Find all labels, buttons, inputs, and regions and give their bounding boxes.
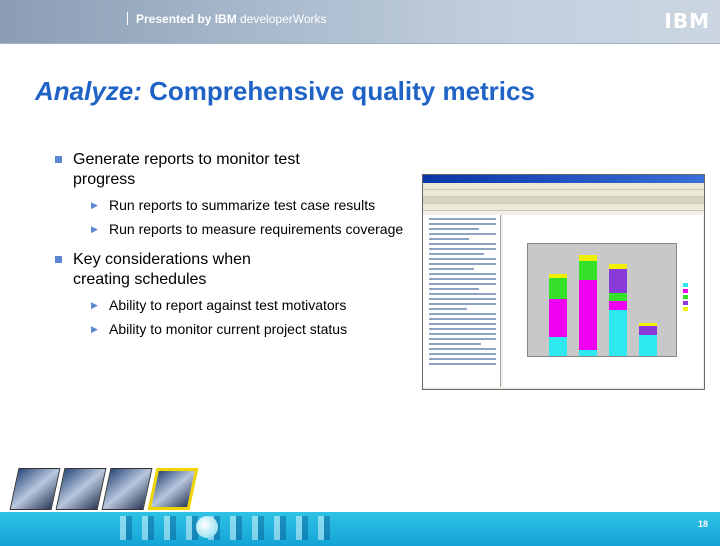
presented-by: Presented by IBM developerWorks	[127, 12, 327, 26]
sub-bullet-item: Ability to report against test motivator…	[87, 296, 405, 314]
sub-bullet-item: Run reports to measure requirements cove…	[87, 220, 405, 238]
bar-segment	[579, 280, 597, 351]
bullet-list: Generate reports to monitor test progres…	[55, 150, 405, 344]
bar-segment	[639, 325, 657, 336]
slide-thumbnails	[9, 468, 214, 510]
chart-pane	[503, 215, 703, 387]
thumbnail-image	[101, 468, 153, 510]
bar-segment	[579, 261, 597, 281]
developerworks-label: developerWorks	[236, 12, 327, 26]
bar-segment	[639, 322, 657, 326]
bar-segment	[609, 310, 627, 356]
thumbnail-image	[55, 468, 107, 510]
bar-segment	[609, 268, 627, 294]
bar-segment	[549, 299, 567, 337]
bullet-item: Generate reports to monitor test progres…	[55, 150, 325, 190]
bar-segment	[609, 293, 627, 301]
page-number: 18	[697, 519, 708, 529]
bar-segment	[549, 274, 567, 279]
stacked-bar	[579, 255, 597, 356]
thumbnail-image-highlighted	[147, 468, 199, 510]
app-toolbar	[423, 204, 704, 211]
ibm-logo-text: IBM	[664, 9, 710, 33]
stacked-bar	[609, 263, 627, 356]
menu-bar	[423, 183, 704, 190]
title-italic: Analyze:	[35, 76, 142, 106]
title-rest: Comprehensive quality metrics	[141, 76, 535, 106]
circle-icon	[196, 516, 218, 538]
ibm-logo: IBM	[664, 9, 710, 33]
separator	[127, 12, 128, 25]
chart-legend	[683, 283, 689, 313]
bar-segment	[549, 278, 567, 299]
report-screenshot	[422, 174, 705, 390]
slide-title: Analyze: Comprehensive quality metrics	[35, 76, 535, 107]
footer-strip	[0, 512, 720, 546]
bar-segment	[609, 263, 627, 269]
bar-segment	[609, 300, 627, 311]
sub-bullet-item: Run reports to summarize test case resul…	[87, 196, 405, 214]
footer-decoration	[120, 516, 340, 540]
stacked-bar	[639, 322, 657, 356]
presented-label: Presented by IBM	[136, 12, 237, 26]
toolbar	[423, 190, 704, 197]
bar-segment	[549, 337, 567, 356]
address-bar	[423, 197, 704, 204]
thumbnail-image	[9, 468, 61, 510]
window-titlebar	[423, 175, 704, 183]
bar-segment	[579, 350, 597, 356]
sub-bullet-item: Ability to monitor current project statu…	[87, 320, 405, 338]
stacked-bar-plot	[527, 243, 677, 357]
bar-segment	[639, 335, 657, 356]
header-banner: Presented by IBM developerWorks IBM	[0, 0, 720, 44]
bullet-item: Key considerations when creating schedul…	[55, 250, 305, 290]
navigator-tree	[423, 215, 501, 387]
stacked-bar	[549, 274, 567, 356]
bar-segment	[579, 255, 597, 262]
